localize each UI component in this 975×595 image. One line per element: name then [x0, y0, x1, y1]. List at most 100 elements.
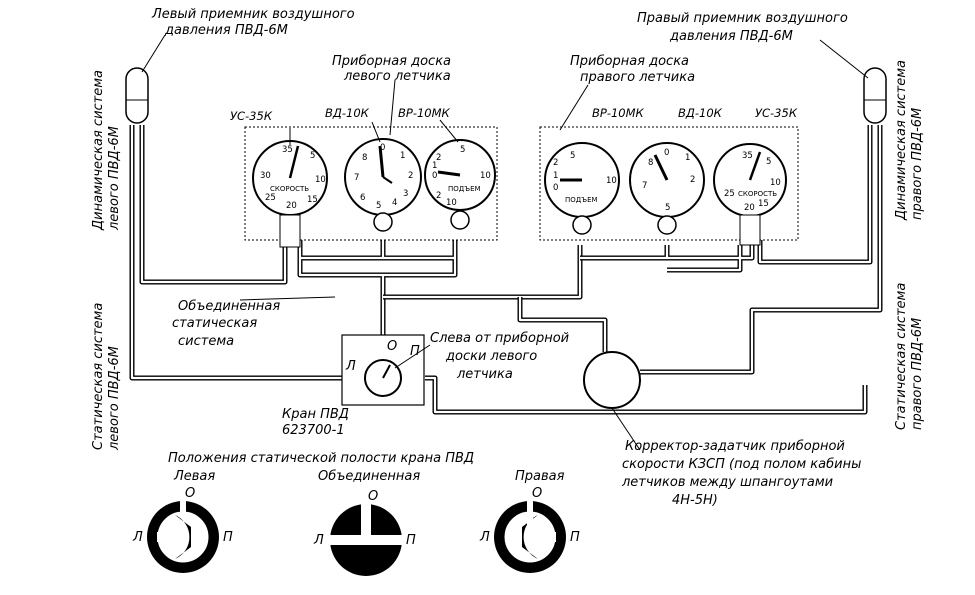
left-vr-10mk-gauge: 5 10 2 1 0 2 10 ПОДЪЕМ [424, 139, 496, 230]
corrector-line3: летчиков между шпангоутами [621, 475, 833, 490]
position-left-label: Левая [173, 469, 215, 484]
pipe-valve-corrector [425, 375, 868, 415]
right-vd-10k-gauge: 0 1 2 5 7 8 [629, 142, 705, 235]
vd-mark-8: 8 [362, 153, 367, 163]
position-left-mark-l: Л [132, 530, 143, 545]
left-receiver-label: Левый приемник воздушного давления ПВД-6… [151, 7, 359, 38]
position-combined-mark-o: О [368, 489, 378, 504]
combined-static-line2: статическая [172, 316, 257, 331]
right-panel-line2: правого летчика [580, 70, 695, 85]
vd-mark-6: 6 [360, 193, 365, 203]
corrector-label: Корректор-задатчик приборной скорости КЗ… [621, 439, 866, 508]
us-mark-5: 5 [310, 151, 315, 161]
right-receiver-label: Правый приемник воздушного давления ПВД-… [637, 11, 852, 44]
vr-mark-5: 5 [460, 145, 465, 155]
valve-mark-left: Л [345, 359, 356, 374]
static-left-line1: Статическая система [91, 303, 106, 450]
right-panel-label: Приборная доска правого летчика [570, 54, 695, 85]
static-left-line2: левого ПВД-6М [107, 346, 122, 451]
position-right-label: Правая [515, 469, 565, 484]
rus-face-label: СКОРОСТЬ [738, 190, 777, 198]
position-right-mark-l: Л [479, 530, 490, 545]
us-mark-35: 35 [282, 145, 293, 155]
leader-lines [141, 34, 869, 369]
vr-mark-2: 2 [436, 153, 441, 163]
position-combined-diagram: О Л П [313, 489, 416, 576]
left-of-panel-line1: Слева от приборной [430, 331, 569, 346]
vd-mark-2: 2 [408, 171, 413, 181]
vd-mark-0: 0 [380, 143, 385, 153]
left-instrument-panel [244, 126, 498, 241]
right-pitot-receiver [863, 67, 887, 124]
right-us-35k-name: УС-35К [755, 106, 798, 120]
vr-mark-10: 10 [480, 171, 491, 181]
static-right-line2: правого ПВД-6М [910, 318, 925, 430]
left-us-35k-gauge: 35 5 10 15 20 25 30 СКОРОСТЬ [252, 140, 328, 248]
valve-label: Кран ПВД 623700-1 [282, 407, 353, 438]
valve-mark-top: О [387, 339, 397, 354]
vr-mark-0: 0 [432, 171, 437, 181]
rvd-mark-5: 5 [665, 203, 670, 213]
us-mark-10: 10 [315, 175, 326, 185]
vd-mark-7: 7 [354, 173, 359, 183]
dynamic-right-line2: правого ПВД-6М [910, 108, 925, 220]
right-us-35k-gauge: 35 5 10 15 20 25 СКОРОСТЬ [713, 143, 787, 246]
vr-mark-2b: 2 [436, 191, 441, 201]
corrector-line1: Корректор-задатчик приборной [625, 439, 845, 454]
right-vr-10mk-gauge: 5 10 2 1 0 ПОДЪЕМ [544, 142, 620, 235]
left-vr-10mk-name: ВР-10МК [398, 106, 451, 120]
left-panel-line1: Приборная доска [332, 54, 451, 69]
position-combined-label: Объединенная [318, 469, 420, 484]
vr-mark-10b: 10 [446, 198, 457, 208]
left-of-panel-line3: летчика [456, 367, 513, 382]
combined-static-line3: система [178, 334, 234, 349]
valve-line2: 623700-1 [282, 423, 345, 438]
left-us-35k-name: УС-35К [230, 109, 273, 123]
us-mark-30: 30 [260, 171, 271, 181]
vd-mark-4: 4 [392, 198, 397, 208]
rus-mark-35: 35 [742, 151, 753, 161]
position-right-diagram: О Л П [479, 486, 580, 573]
position-left-mark-p: П [223, 530, 233, 545]
left-panel-line2: левого летчика [343, 69, 451, 84]
left-panel-label: Приборная доска левого летчика [332, 54, 455, 84]
us-mark-15: 15 [307, 195, 318, 205]
position-left-diagram: О Л П [132, 486, 233, 573]
rus-mark-15: 15 [758, 199, 769, 209]
position-combined-mark-l: Л [313, 533, 324, 548]
left-vd-10k-gauge: 0 1 2 3 4 5 6 7 8 [344, 138, 422, 232]
kzsp-corrector [583, 351, 641, 451]
dynamic-left-line2: левого ПВД-6М [107, 126, 122, 231]
rus-mark-5: 5 [766, 157, 771, 167]
vr-mark-1: 1 [432, 161, 437, 171]
dynamic-right-label: Динамическая система правого ПВД-6М [894, 56, 925, 221]
us-mark-20: 20 [286, 201, 297, 211]
combined-static-label: Объединенная статическая система [172, 299, 284, 349]
us-mark-25: 25 [265, 193, 276, 203]
vr-face-label: ПОДЪЕМ [448, 185, 481, 193]
right-instrument-panel [539, 126, 799, 241]
rus-mark-10: 10 [770, 178, 781, 188]
right-vd-10k-name: ВД-10К [678, 106, 723, 120]
right-vr-10mk-name: ВР-10МК [592, 106, 645, 120]
position-left-mark-o: О [185, 486, 195, 501]
rvd-mark-2: 2 [690, 175, 695, 185]
rvd-mark-0: 0 [664, 148, 669, 158]
us-face-label: СКОРОСТЬ [270, 185, 309, 193]
pipe-combined-static [383, 245, 583, 300]
rvr-mark-1: 1 [553, 171, 558, 181]
pvd-valve: Л О П [341, 334, 425, 406]
combined-static-line1: Объединенная [178, 299, 280, 314]
left-pitot-receiver [125, 67, 149, 124]
dynamic-left-line1: Динамическая система [91, 70, 106, 231]
left-receiver-line1: Левый приемник воздушного [151, 7, 355, 22]
left-of-panel-label: Слева от приборной доски левого летчика [430, 331, 573, 382]
position-combined-mark-p: П [406, 533, 416, 548]
rvd-mark-7: 7 [642, 181, 647, 191]
valve-line1: Кран ПВД [282, 407, 349, 422]
static-right-line1: Статическая система [894, 283, 909, 430]
vd-mark-5: 5 [376, 201, 381, 211]
rvd-mark-8: 8 [648, 158, 653, 168]
left-of-panel-line2: доски левого [445, 349, 537, 364]
